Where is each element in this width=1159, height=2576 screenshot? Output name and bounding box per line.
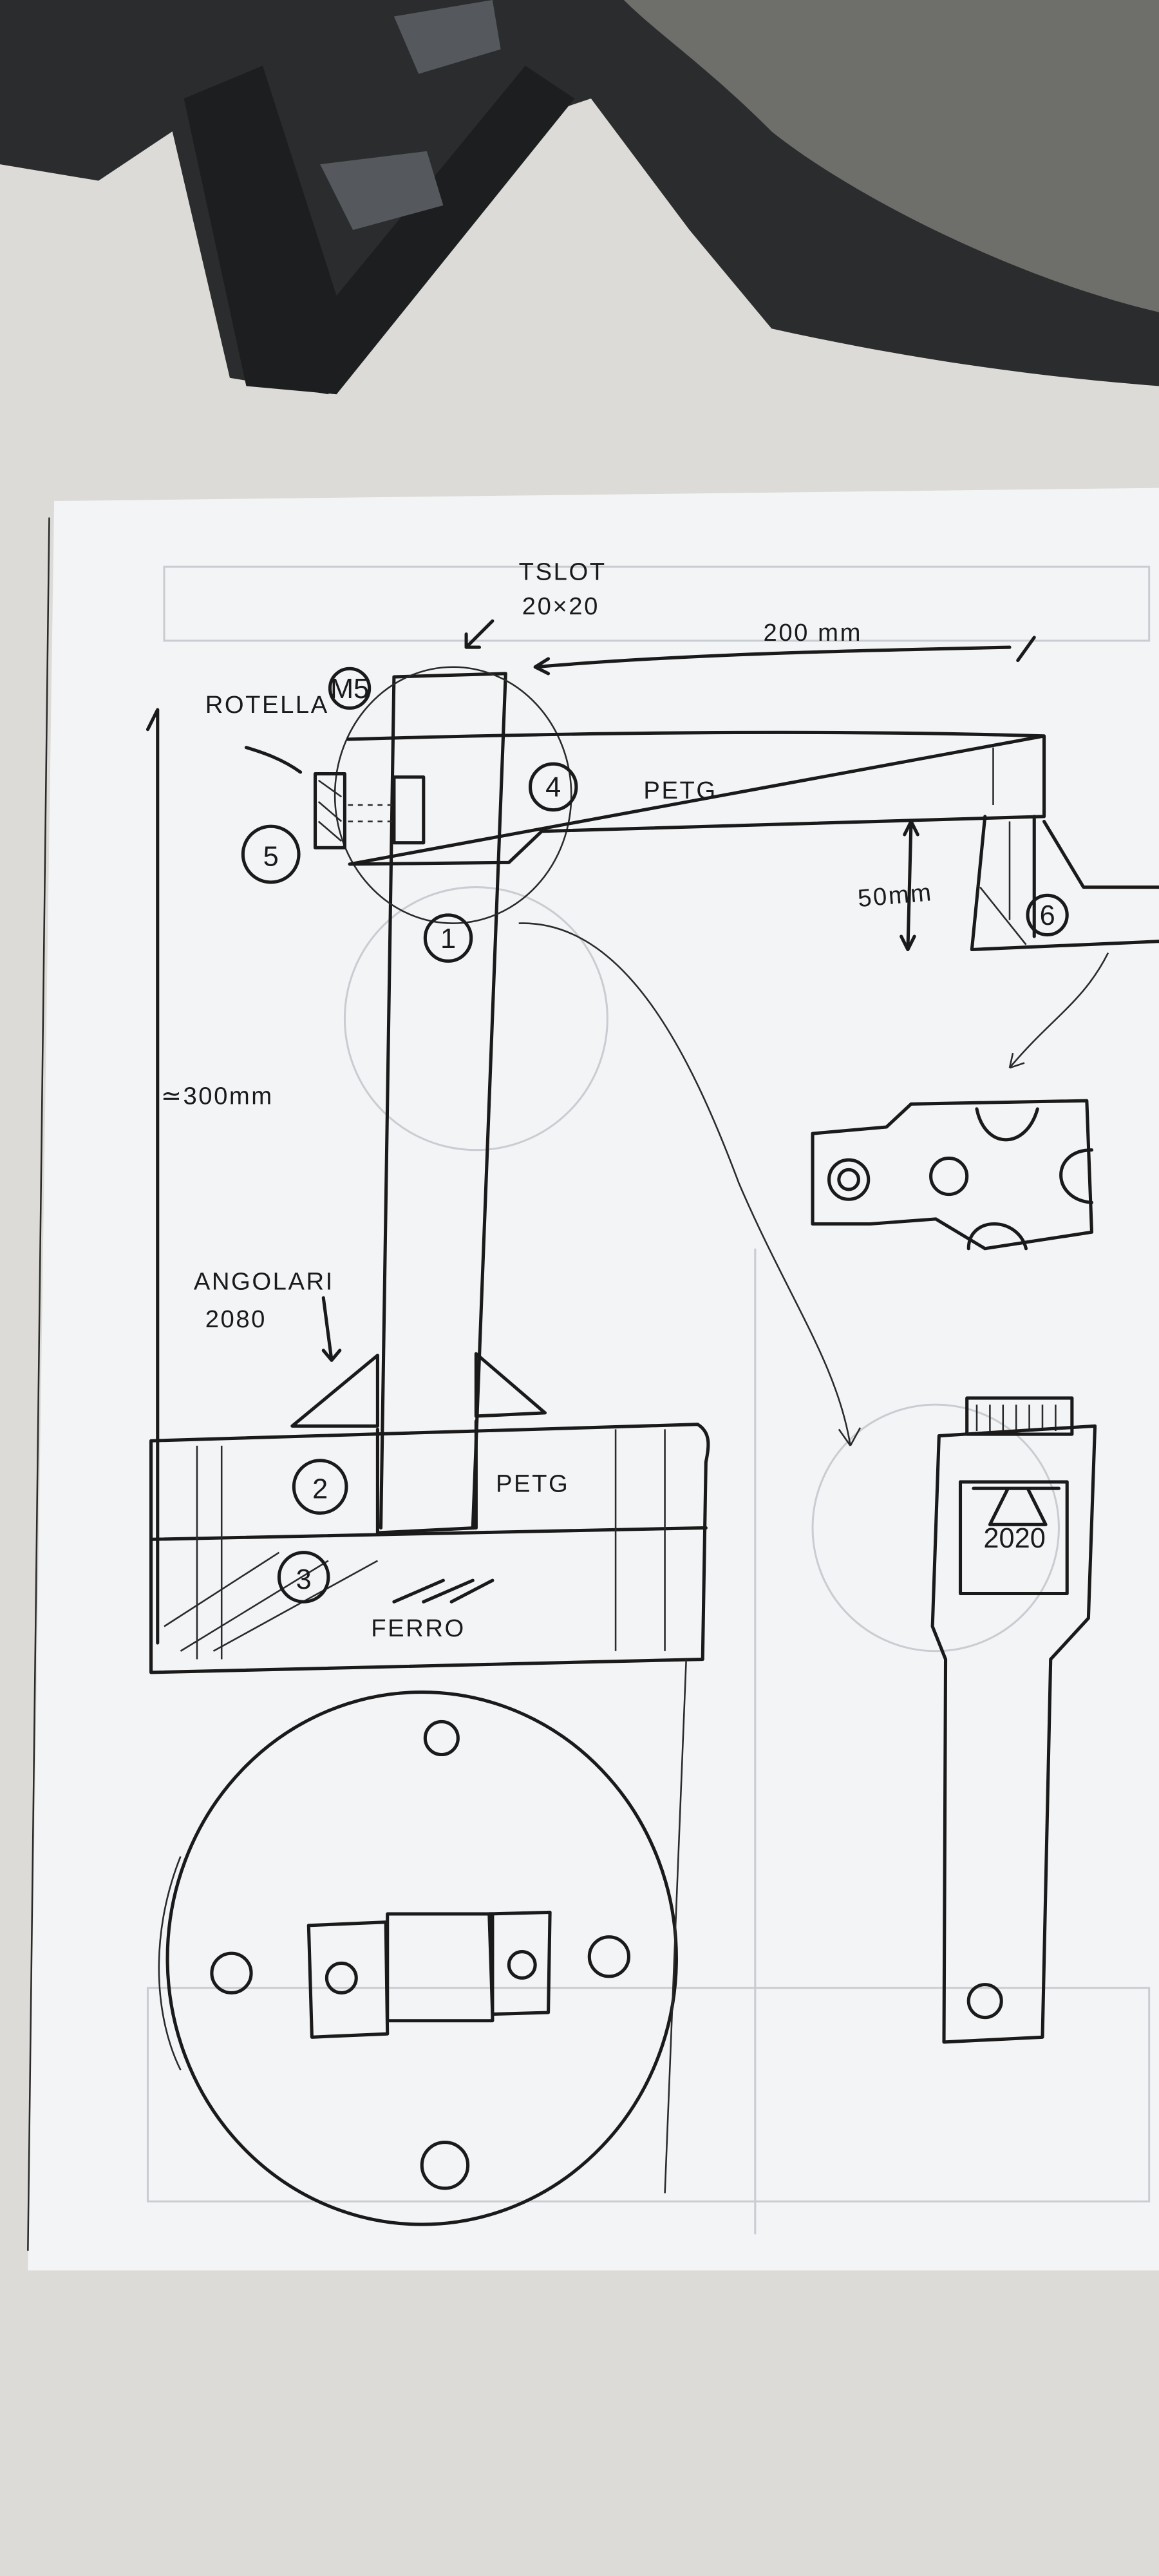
- bracket-plate-sketch: [811, 952, 1109, 1251]
- length-label: 200 mm: [764, 619, 862, 647]
- height-dimension-line: [146, 708, 160, 1645]
- callout-6: 6: [1040, 900, 1055, 931]
- base-assembly: ANGOLARI 2080 2 3 PETG FERRO: [149, 1268, 710, 1674]
- profile-label: 2020: [983, 1523, 1045, 1554]
- callout-5: 5: [263, 841, 279, 872]
- height-label: 50mm: [856, 878, 934, 913]
- side-height-label: ≃300mm: [161, 1082, 274, 1110]
- detail-arrow: [518, 922, 862, 1446]
- upper-material: PETG: [496, 1470, 569, 1497]
- callout-3: 3: [296, 1564, 312, 1595]
- callout-4: 4: [545, 772, 561, 803]
- angle-label: ANGOLARI: [194, 1268, 334, 1296]
- bolt-label: M5: [330, 674, 369, 705]
- lower-material: FERRO: [371, 1615, 466, 1642]
- backpack: [0, 0, 1159, 395]
- arm-material: PETG: [643, 777, 717, 804]
- tslot-size: 20×20: [522, 592, 599, 620]
- top-view-arm: TSLOT 20×20 200 mm ROTELLA M5 4 PETG 5 1…: [205, 558, 1159, 1530]
- tslot-label: TSLOT: [519, 558, 607, 586]
- callout-2: 2: [312, 1474, 328, 1505]
- callout-1: 1: [440, 923, 456, 954]
- angle-size: 2080: [205, 1305, 267, 1333]
- base-disc: [158, 1659, 687, 2226]
- paper-sheet: [28, 488, 1159, 2271]
- print-through: [146, 565, 1151, 2235]
- wheel-label: ROTELLA: [205, 691, 329, 719]
- arm-detail-2020: 2020: [930, 1396, 1097, 2044]
